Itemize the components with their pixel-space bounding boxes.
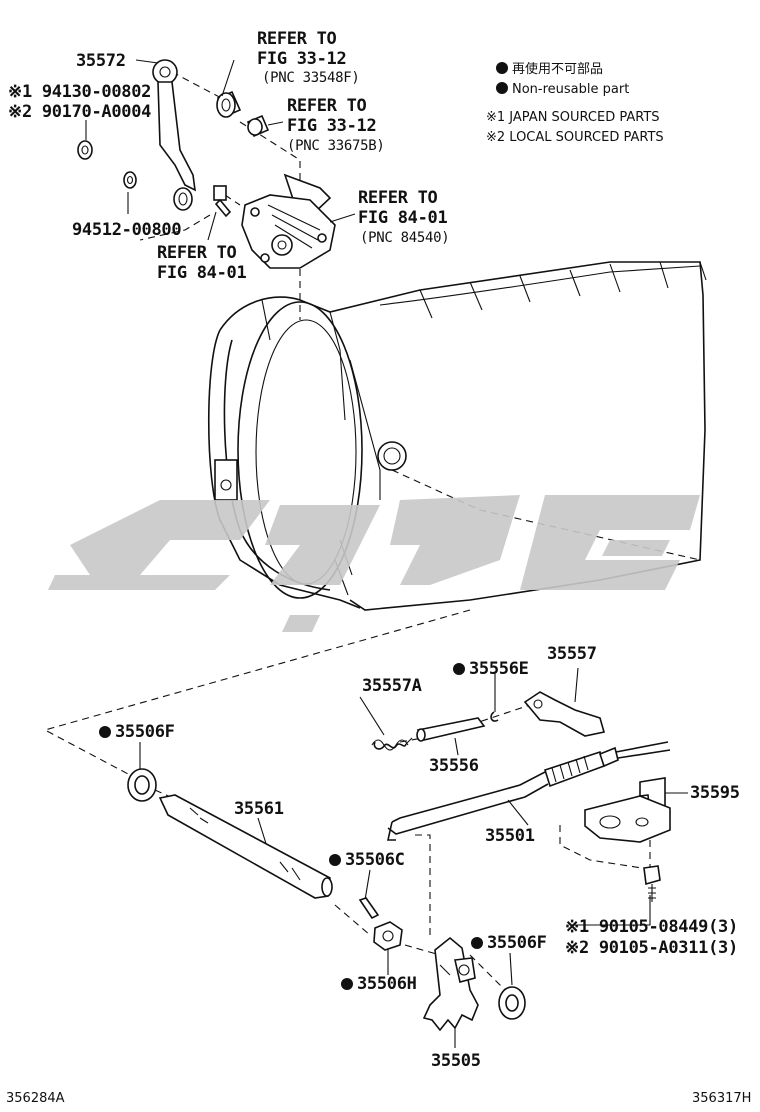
ref-fig33-12-a-pnc: (PNC 33548F) <box>262 70 360 86</box>
non-reusable-dot-icon <box>341 978 353 990</box>
part-label-35506f-bottom: 35506F <box>471 935 547 952</box>
part-label-35506c: 35506C <box>329 852 405 869</box>
ref-fig84-01-a-pnc: (PNC 84540) <box>360 230 450 246</box>
part-label-35556: 35556 <box>429 756 479 776</box>
ref-fig33-12-b-line2: FIG 33-12 <box>287 116 377 136</box>
non-reusable-dot-icon <box>329 854 341 866</box>
bolt-90105 <box>643 865 661 902</box>
part-label-35506f-top-text: 35506F <box>115 722 175 742</box>
nut-35506H <box>373 921 403 951</box>
bolt-84-01 <box>213 185 232 218</box>
bracket-35595 <box>584 777 671 843</box>
clip-35556E <box>490 711 499 722</box>
part-label-35557a: 35557A <box>362 676 422 696</box>
legend-note-2: ※2 LOCAL SOURCED PARTS <box>486 130 664 145</box>
legend-text-en: Non-reusable part <box>512 82 630 97</box>
oil-seal-35506F-bottom <box>498 986 526 1020</box>
ref-fig33-12-a-line1: REFER TO <box>257 29 337 49</box>
transmission-case <box>207 261 707 611</box>
part-label-35501: 35501 <box>485 826 535 846</box>
bushing-33675B <box>246 114 270 138</box>
legend-non-reusable-jp: 再使用不可部品 <box>496 62 603 76</box>
pin-35506C <box>358 897 380 920</box>
part-label-35506h-text: 35506H <box>357 974 417 994</box>
part-label-90105-08449: ※1 90105-08449(3) <box>565 917 738 937</box>
ref-fig33-12-b-line1: REFER TO <box>287 96 367 116</box>
detent-plate-35505 <box>422 936 479 1032</box>
non-reusable-dot-icon <box>496 62 508 74</box>
non-reusable-dot-icon <box>496 82 508 94</box>
non-reusable-dot-icon <box>453 663 465 675</box>
part-label-35506c-text: 35506C <box>345 850 405 870</box>
lever-35557 <box>523 691 606 737</box>
part-label-90170-a0004: ※2 90170-A0004 <box>8 102 152 122</box>
ref-fig33-12-a-line2: FIG 33-12 <box>257 49 347 69</box>
leader-lines <box>85 59 688 1048</box>
part-label-35506f-bottom-text: 35506F <box>487 933 547 953</box>
legend-note-1: ※1 JAPAN SOURCED PARTS <box>486 110 660 125</box>
part-label-35505: 35505 <box>431 1051 481 1071</box>
part-label-35561: 35561 <box>234 799 284 819</box>
cable-35501 <box>387 741 671 841</box>
ref-fig84-01-a-line1: REFER TO <box>358 188 438 208</box>
part-label-94130-00802: ※1 94130-00802 <box>8 82 152 102</box>
part-label-35595: 35595 <box>690 783 740 803</box>
part-label-35557: 35557 <box>547 644 597 664</box>
ref-fig84-01-b-line1: REFER TO <box>157 243 237 263</box>
oil-seal-35506F-top <box>127 768 157 802</box>
non-reusable-dot-icon <box>99 726 111 738</box>
part-label-35572: 35572 <box>76 51 126 71</box>
non-reusable-dot-icon <box>471 937 483 949</box>
ref-fig33-12-b-pnc: (PNC 33675B) <box>287 138 385 154</box>
neutral-start-switch <box>241 173 336 269</box>
legend-non-reusable-en: Non-reusable part <box>496 82 629 96</box>
part-label-90105-a0311: ※2 90105-A0311(3) <box>565 938 738 958</box>
washer-94512 <box>123 171 137 189</box>
ref-fig84-01-b-line2: FIG 84-01 <box>157 263 247 283</box>
part-label-35556e-text: 35556E <box>469 659 529 679</box>
shaft-35561 <box>158 794 333 899</box>
part-label-94512-00800: 94512-00800 <box>72 220 182 240</box>
nut-94130 <box>77 140 93 160</box>
spring-35557A <box>371 737 413 751</box>
legend-text-jp: 再使用不可部品 <box>512 62 604 77</box>
watermark <box>48 495 700 632</box>
part-label-35506f-top: 35506F <box>99 724 175 741</box>
part-label-35556e: 35556E <box>453 661 529 678</box>
pin-35556 <box>416 717 486 742</box>
ref-fig84-01-a-line2: FIG 84-01 <box>358 208 448 228</box>
manual-lever-35572 <box>152 59 196 211</box>
part-label-35506h: 35506H <box>341 976 417 993</box>
illustration-code-left: 356284A <box>6 1091 65 1106</box>
bushing-33548F <box>216 90 242 118</box>
illustration-code-right: 356317H <box>692 1091 752 1106</box>
